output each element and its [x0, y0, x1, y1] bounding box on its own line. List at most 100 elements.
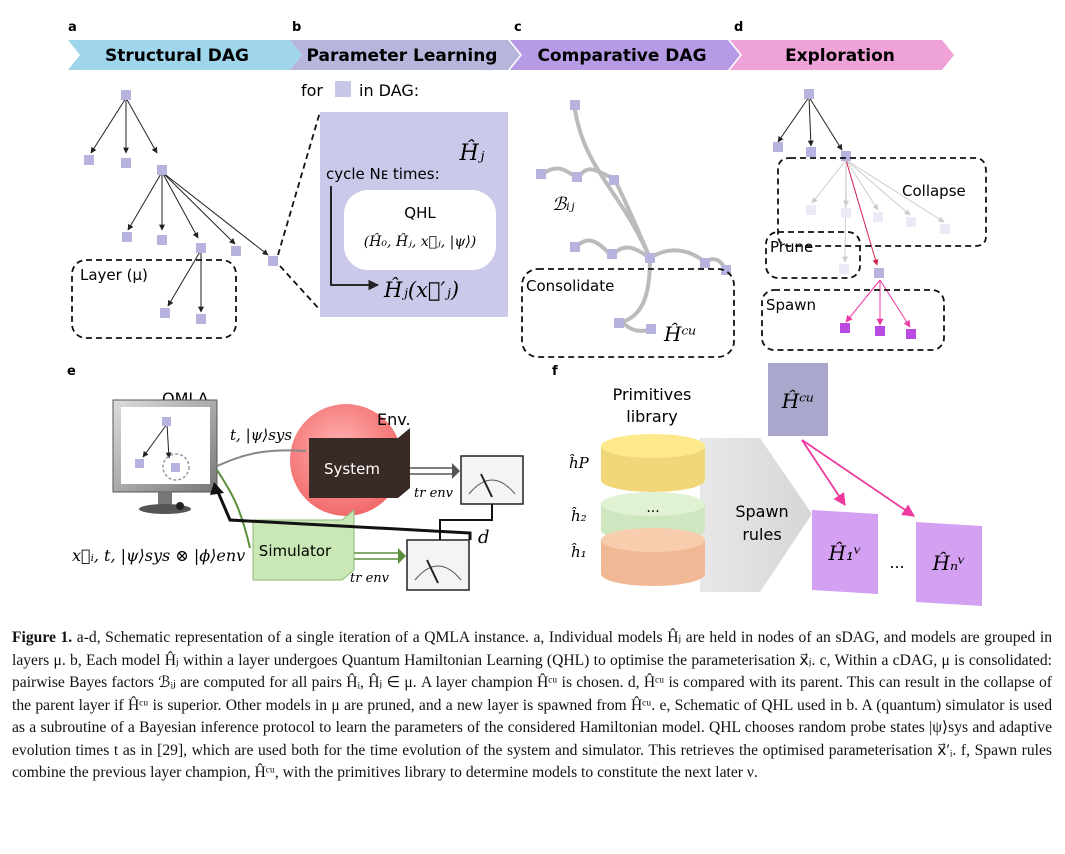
model-node-icon	[335, 81, 351, 97]
consolidate-box	[521, 268, 735, 358]
panel-b-header: b Parameter Learning	[290, 20, 520, 70]
library-label-2: library	[626, 407, 677, 426]
dag-node	[806, 147, 816, 157]
dag-node	[646, 324, 656, 334]
panel-a-banner	[68, 40, 302, 70]
dag-node	[804, 89, 814, 99]
d-label: d	[478, 527, 490, 548]
panel-a-title: Structural DAG	[105, 46, 249, 66]
spawn-rules-arrow	[700, 438, 812, 592]
feedback-line	[216, 491, 472, 540]
panel-a-nodes	[84, 90, 278, 324]
panel-c-header: c Comparative DAG	[510, 20, 740, 70]
figure-caption: Figure 1. a-d, Schematic representation …	[12, 627, 1052, 785]
hp-label: ĥP	[569, 454, 590, 472]
dag-node	[609, 175, 619, 185]
qhl-args: (Ĥ₀, Ĥⱼ, x⃗ⱼ, |ψ⟩)	[364, 232, 477, 250]
dag-node	[268, 256, 278, 266]
caption-text: a-d, Schematic representation of a singl…	[12, 629, 1052, 781]
zoom-line-bottom	[279, 265, 321, 311]
panel-d-letter: d	[734, 20, 743, 35]
dag-node	[157, 235, 167, 245]
champion-label-c: Ĥᶜᵘ	[663, 322, 696, 346]
env-label: Env.	[377, 410, 411, 429]
panel-c-bayes-edges	[539, 108, 728, 333]
collapse-label: Collapse	[902, 182, 966, 200]
spawn-box	[761, 289, 945, 351]
panel-b-banner	[290, 40, 520, 70]
dag-node	[873, 212, 883, 222]
panel-a-letter: a	[68, 20, 77, 35]
new-model-box-1	[812, 510, 878, 594]
simulator-label: Simulator	[259, 542, 332, 560]
dag-node	[570, 242, 580, 252]
meter-simulator	[406, 539, 470, 591]
dag-node	[231, 246, 241, 256]
dag-node	[572, 172, 582, 182]
primitive-disk-hp	[601, 434, 705, 492]
dag-node	[122, 232, 132, 242]
dag-node	[874, 268, 884, 278]
spawn-rules-label-1: Spawn	[735, 502, 788, 521]
panel-b-title: Parameter Learning	[307, 46, 498, 66]
dag-node	[773, 142, 783, 152]
champion-to-out1-arrow	[801, 439, 846, 507]
zoom-line-top	[277, 111, 321, 256]
primitive-disk-h1	[601, 528, 705, 586]
dag-node	[940, 224, 950, 234]
panel-c-letter: c	[514, 20, 522, 35]
dag-node	[721, 265, 731, 275]
dag-node	[839, 264, 849, 274]
dag-node	[806, 205, 816, 215]
tr-env-label-1: tr env	[414, 486, 454, 501]
spawn-label: Spawn	[766, 296, 816, 314]
dag-node	[196, 243, 206, 253]
system-label: System	[324, 460, 380, 478]
panel-a-dag	[90, 97, 269, 313]
panel-b-letter: b	[292, 20, 301, 35]
monitor	[112, 399, 218, 514]
new-model-dots: ...	[889, 553, 904, 572]
library-label-1: Primitives	[613, 385, 692, 404]
spawned-node	[875, 326, 885, 336]
dag-node	[841, 208, 851, 218]
sim-output-arrowhead	[398, 548, 406, 564]
probe-label: t, |ψ⟩sys	[230, 426, 292, 444]
disk-dots: ...	[646, 500, 659, 516]
dag-node	[841, 151, 851, 161]
dag-node	[157, 165, 167, 175]
monitor-button-icon	[176, 502, 184, 510]
spawned-node	[840, 323, 850, 333]
panel-d-header: d Exploration	[730, 20, 954, 70]
tr-env-label-2: tr env	[350, 571, 390, 586]
simulator-box	[252, 508, 355, 581]
new-model-label-n: Ĥₙᵛ	[932, 551, 966, 575]
for-prefix: for	[301, 81, 323, 100]
hj-label: Ĥⱼ	[459, 139, 485, 166]
panel-d-banner	[730, 40, 954, 70]
feedback-arrowhead	[210, 482, 224, 495]
dag-node	[84, 155, 94, 165]
dag-node	[607, 249, 617, 259]
figure-canvas: a Structural DAG b Parameter Learning c …	[67, 20, 987, 606]
layer-label: Layer (μ)	[80, 266, 148, 284]
qhl-label: QHL	[404, 204, 436, 222]
input-to-simulator-line	[216, 469, 251, 549]
new-model-label-1: Ĥ₁ᵛ	[828, 541, 862, 565]
dag-node	[906, 217, 916, 227]
spawn-rules-label-2: rules	[742, 525, 781, 544]
dag-node	[121, 90, 131, 100]
bayes-factor-label: ℬᵢⱼ	[552, 194, 575, 215]
panel-d-dag	[777, 96, 945, 328]
cycle-text: cycle Nᴇ times:	[326, 165, 440, 183]
dag-node	[645, 253, 655, 263]
sim-input-label: x⃗ᵢ, t, |ψ⟩sys ⊗ |ϕ⟩env	[72, 546, 245, 565]
dag-node	[536, 169, 546, 179]
panel-d-title: Exploration	[785, 46, 895, 66]
dag-node	[196, 314, 206, 324]
dag-node	[700, 258, 710, 268]
panel-d-nodes	[773, 89, 950, 339]
h1-label: ĥ₁	[571, 543, 587, 561]
qhl-box	[344, 190, 496, 270]
caption-prefix: Figure 1.	[12, 629, 73, 646]
